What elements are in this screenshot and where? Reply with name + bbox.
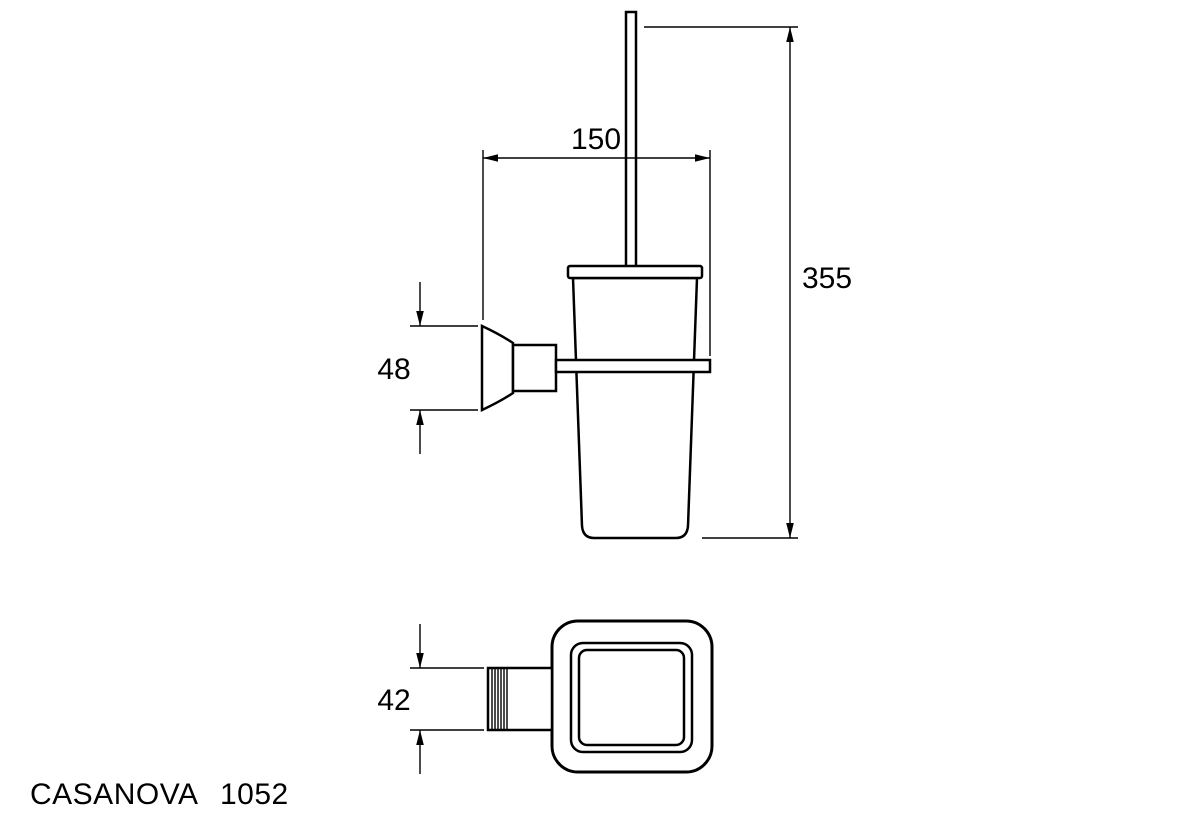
arrow-down-icon bbox=[786, 523, 794, 538]
bracket-grip-ribs bbox=[491, 669, 508, 729]
dimension-width: 150 bbox=[482, 123, 711, 356]
arrow-up-icon bbox=[786, 27, 794, 42]
dimension-bracket-height-label: 48 bbox=[377, 353, 410, 386]
arrow-right-icon bbox=[695, 154, 710, 162]
dimension-bracket-depth-label: 42 bbox=[377, 684, 410, 717]
arrow-down-icon bbox=[416, 311, 424, 326]
arrow-down-icon bbox=[416, 653, 424, 668]
holder-ring-bar bbox=[554, 358, 712, 374]
dimension-height-label: 355 bbox=[802, 262, 852, 295]
front-view bbox=[480, 10, 712, 540]
dimension-bracket-height: 48 bbox=[377, 282, 478, 454]
arrow-up-icon bbox=[416, 410, 424, 425]
top-view bbox=[486, 619, 714, 774]
product-name: CASANOVA bbox=[30, 778, 199, 811]
brush-handle-rod bbox=[624, 10, 638, 270]
dimension-height: 355 bbox=[644, 26, 852, 539]
top-view-cup-opening-inner bbox=[577, 648, 686, 747]
cup-body bbox=[571, 276, 699, 540]
dimension-bracket-depth: 42 bbox=[377, 624, 484, 774]
cup-lid bbox=[566, 264, 704, 280]
wall-bracket-neck bbox=[511, 343, 558, 393]
wall-bracket-plate bbox=[480, 324, 515, 412]
arrow-up-icon bbox=[416, 730, 424, 745]
title-block: CASANOVA 1052 bbox=[30, 778, 289, 811]
product-code: 1052 bbox=[220, 778, 289, 811]
arrow-left-icon bbox=[483, 154, 498, 162]
dimension-width-label: 150 bbox=[571, 123, 621, 156]
